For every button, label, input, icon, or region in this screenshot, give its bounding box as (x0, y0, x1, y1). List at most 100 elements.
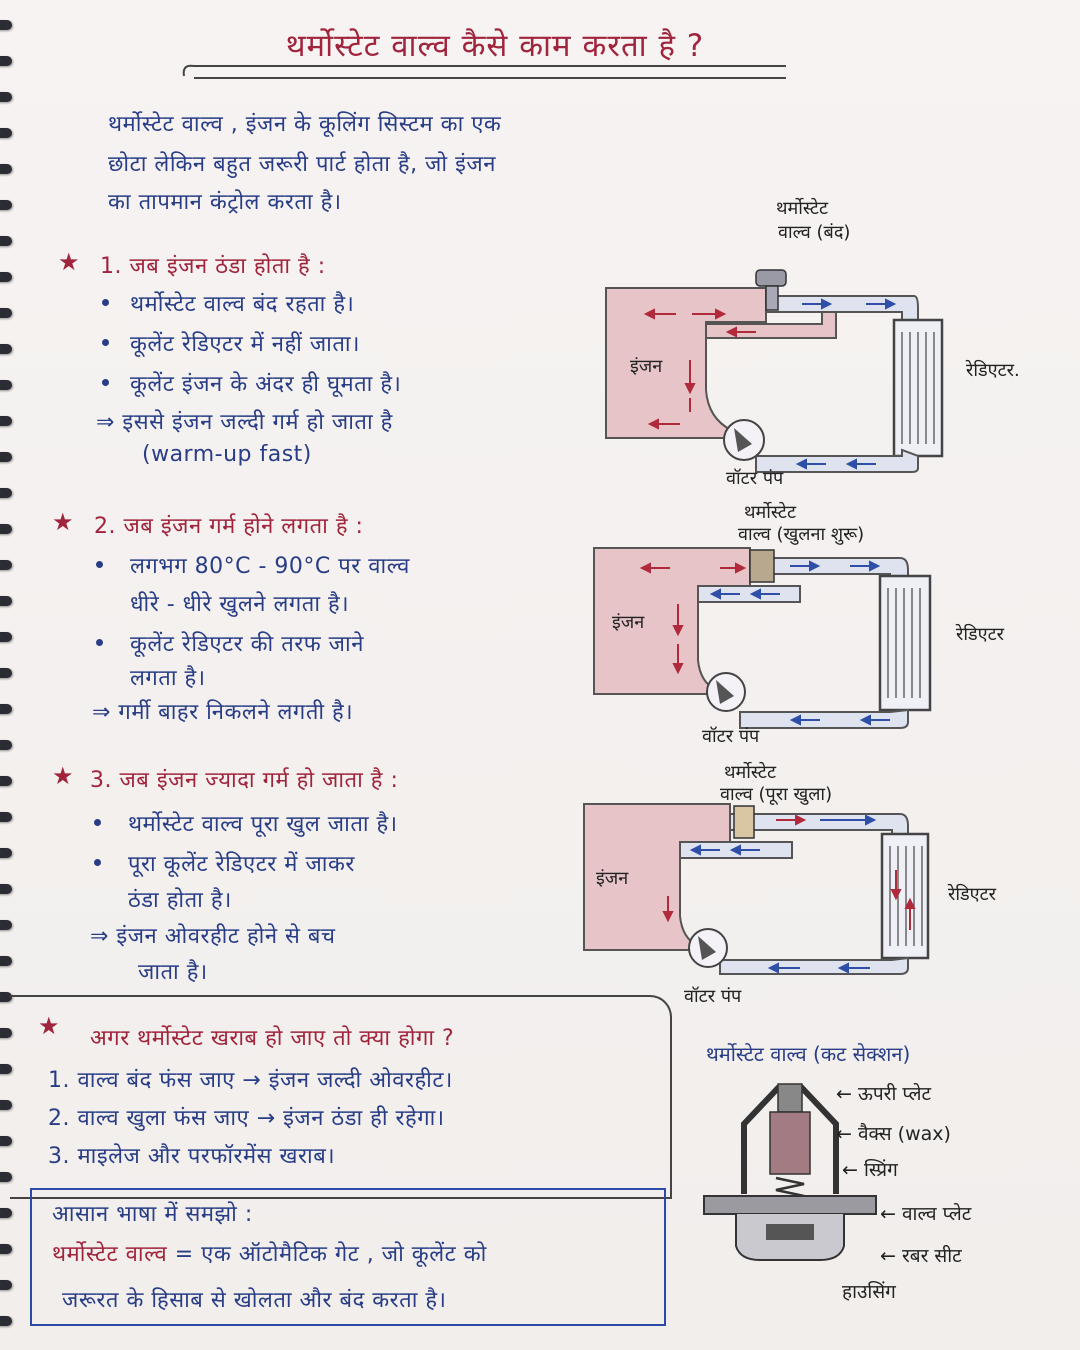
summary-line: थर्मोस्टेट वाल्व = एक ऑटोमैटिक गेट , जो … (52, 1238, 487, 1268)
bullet-icon (96, 639, 103, 646)
spiral-ring (0, 884, 12, 894)
cutaway-diagram (703, 1083, 877, 1261)
spiral-ring (0, 1244, 12, 1254)
part-rubber-seat: रबर सीट (901, 1245, 962, 1267)
star-icon: ★ (38, 1012, 60, 1040)
spiral-ring (0, 380, 12, 390)
spiral-ring (0, 308, 12, 318)
engine-label: इंजन (612, 612, 645, 633)
spiral-ring (0, 560, 12, 570)
valve-label: थर्मोस्टेट (724, 762, 777, 783)
cutaway-part-label: ← वैक्स (wax) (836, 1123, 951, 1145)
fault-box (10, 995, 672, 1199)
section-bullet: लगभग 80°C - 90°C पर वाल्व (130, 554, 410, 579)
section-bullet: धीरे - धीरे खुलने लगता है। (130, 592, 350, 617)
pump-label: वॉटर पंप (702, 726, 760, 747)
spiral-ring (0, 596, 12, 606)
fault-item: 3. माइलेज और परफॉरमेंस खराब। (48, 1144, 336, 1169)
spiral-ring (0, 920, 12, 930)
intro-line: का तापमान कंट्रोल करता है। (108, 190, 342, 215)
pump-label: वॉटर पंप (726, 468, 784, 489)
spiral-ring (0, 1100, 12, 1110)
fault-item: 1. वाल्व बंद फंस जाए → इंजन जल्दी ओवरहीट… (48, 1068, 453, 1093)
section-bullet: कूलेंट इंजन के अंदर ही घूमता है। (130, 372, 402, 397)
section-bullet: कूलेंट रेडिएटर में नहीं जाता। (130, 332, 360, 357)
radiator-label: रेडिएटर. (966, 360, 1020, 381)
bullet-icon (94, 859, 101, 866)
fault-item: 2. वाल्व खुला फंस जाए → इंजन ठंडा ही रहे… (48, 1106, 445, 1131)
spiral-ring (0, 1136, 12, 1146)
summary-line1-rest: = एक ऑटोमैटिक गेट , जो कूलेंट को (167, 1242, 487, 1267)
section-heading: 1. जब इंजन ठंडा होता है : (100, 254, 326, 279)
spiral-ring (0, 776, 12, 786)
bullet-icon (96, 561, 103, 568)
summary-line: जरूरत के हिसाब से खोलता और बंद करता है। (62, 1288, 447, 1313)
spiral-ring (0, 128, 12, 138)
engine-label: इंजन (630, 356, 663, 377)
section-result: ⇒ इंजन ओवरहीट होने से बच (90, 924, 336, 949)
diagram-valve-opening (593, 547, 932, 729)
part-valve-plate: वाल्व प्लेट (901, 1203, 972, 1225)
diagram-valve-closed (605, 269, 944, 473)
spiral-ring (0, 524, 12, 534)
spiral-ring (0, 1064, 12, 1074)
cutaway-part-label: हाउसिंग (842, 1281, 896, 1303)
bullet-icon (102, 299, 109, 306)
pump-label: वॉटर पंप (684, 986, 742, 1007)
spiral-ring (0, 668, 12, 678)
valve-label: थर्मोस्टेट (776, 198, 829, 219)
spiral-ring (0, 992, 12, 1002)
summary-box (30, 1188, 666, 1326)
valve-label: वाल्व (पूरा खुला) (720, 784, 833, 805)
spiral-ring (0, 272, 12, 282)
bullet-icon (102, 339, 109, 346)
star-icon: ★ (58, 248, 80, 276)
diagram-valve-open (583, 803, 930, 975)
part-spring: स्प्रिंग (863, 1159, 898, 1181)
bullet-icon (102, 379, 109, 386)
spiral-ring (0, 1316, 12, 1326)
fault-heading: अगर थर्मोस्टेट खराब हो जाए तो क्या होगा … (90, 1026, 455, 1051)
section-heading: 2. जब इंजन गर्म होने लगता है : (94, 514, 364, 539)
spiral-ring (0, 1172, 12, 1182)
section-bullet: कूलेंट रेडिएटर की तरफ जाने (130, 632, 364, 657)
radiator-label: रेडिएटर (956, 624, 1005, 645)
section-result-note: जाता है। (138, 960, 208, 985)
spiral-ring (0, 56, 12, 66)
part-top-plate: ऊपरी प्लेट (857, 1083, 932, 1105)
spiral-ring (0, 164, 12, 174)
spiral-ring (0, 20, 12, 30)
star-icon: ★ (52, 508, 74, 536)
spiral-ring (0, 740, 12, 750)
spiral-ring (0, 416, 12, 426)
section-bullet: थर्मोस्टेट वाल्व पूरा खुल जाता है। (128, 812, 398, 837)
spiral-ring (0, 344, 12, 354)
part-wax: वैक्स (wax) (857, 1123, 951, 1145)
spiral-ring (0, 1028, 12, 1038)
section-result: ⇒ इससे इंजन जल्दी गर्म हो जाता है (96, 410, 393, 435)
star-icon: ★ (52, 762, 74, 790)
valve-label: थर्मोस्टेट (744, 502, 797, 523)
summary-lead: थर्मोस्टेट वाल्व (52, 1242, 168, 1267)
section-result-note: (warm-up fast) (142, 442, 312, 467)
section-bullet: लगता है। (130, 666, 206, 691)
cutaway-part-label: ← वाल्व प्लेट (880, 1203, 972, 1225)
section-result: ⇒ गर्मी बाहर निकलने लगती है। (92, 700, 354, 725)
section-bullet: थर्मोस्टेट वाल्व बंद रहता है। (130, 292, 355, 317)
title-underline (182, 64, 786, 79)
spiral-ring (0, 452, 12, 462)
section-bullet: ठंडा होता है। (128, 888, 232, 913)
cutaway-part-label: ← रबर सीट (880, 1245, 962, 1267)
section-bullet: पूरा कूलेंट रेडिएटर में जाकर (128, 852, 355, 877)
spiral-ring (0, 200, 12, 210)
spiral-ring (0, 704, 12, 714)
spiral-binding (0, 0, 16, 1350)
spiral-ring (0, 632, 12, 642)
valve-label: वाल्व (बंद) (778, 222, 851, 243)
cutaway-title: थर्मोस्टेट वाल्व (कट सेक्शन) (706, 1042, 911, 1066)
cutaway-part-label: ← ऊपरी प्लेट (836, 1083, 932, 1105)
valve-label: वाल्व (खुलना शुरू) (738, 524, 865, 545)
page-title: थर्मोस्टेट वाल्व कैसे काम करता है ? (285, 28, 705, 64)
spiral-ring (0, 92, 12, 102)
